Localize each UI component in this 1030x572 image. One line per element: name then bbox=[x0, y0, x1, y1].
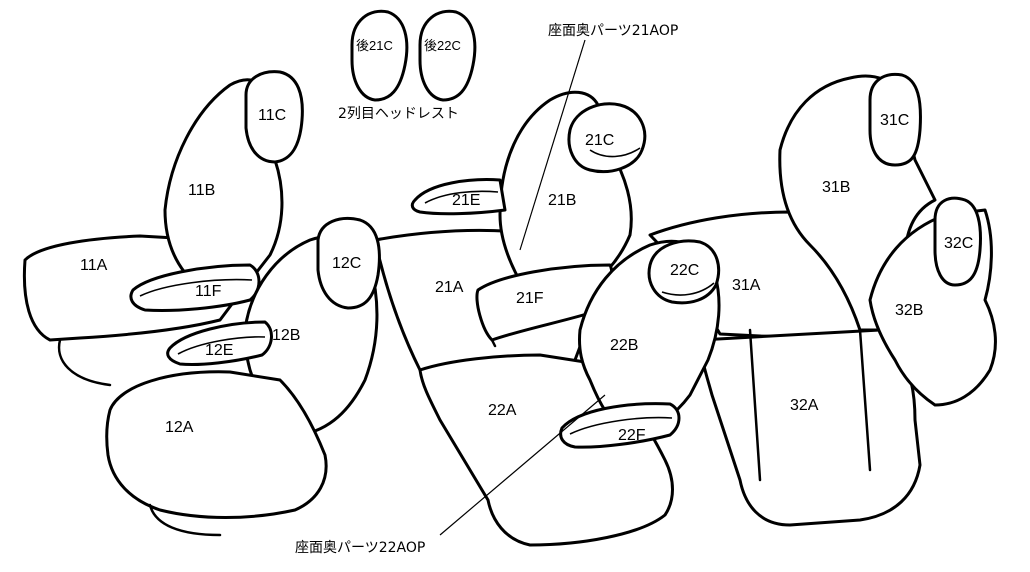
label-22a: 22A bbox=[488, 402, 517, 419]
label-22c: 22C bbox=[670, 262, 699, 279]
row2-rear-headrests bbox=[350, 9, 477, 102]
label-12a: 12A bbox=[165, 419, 194, 436]
label-32b: 32B bbox=[895, 302, 923, 319]
seat-part-11f-armrest bbox=[129, 263, 261, 313]
seat-part-12e-armrest bbox=[166, 320, 273, 367]
label-rear-22c: 後22C bbox=[424, 38, 461, 53]
label-11a: 11A bbox=[80, 257, 108, 274]
seat-part-22f-armrest bbox=[559, 402, 681, 449]
row1-passenger-seat bbox=[105, 216, 381, 537]
label-22f: 22F bbox=[618, 427, 646, 444]
leader-line-22aop bbox=[439, 394, 606, 536]
seat-part-12a-cushion bbox=[105, 370, 328, 519]
label-32c: 32C bbox=[944, 235, 973, 252]
label-22b: 22B bbox=[610, 337, 638, 354]
label-rear-21c: 後21C bbox=[356, 38, 393, 53]
caption-part-22aop: 座面奥パーツ22AOP bbox=[295, 539, 425, 556]
label-21a: 21A bbox=[435, 279, 464, 296]
row2-left-seat bbox=[373, 90, 647, 375]
label-31b: 31B bbox=[822, 179, 850, 196]
seat-part-31c-headrest bbox=[868, 72, 922, 167]
label-12c: 12C bbox=[332, 255, 361, 272]
label-31c: 31C bbox=[880, 112, 909, 129]
label-31a: 31A bbox=[732, 277, 761, 294]
headrest-rear-21c bbox=[350, 9, 409, 102]
seat-part-11c-headrest bbox=[244, 70, 304, 164]
label-32a: 32A bbox=[790, 397, 819, 414]
leader-line-21aop bbox=[519, 39, 586, 251]
row1-driver-seat bbox=[22, 70, 304, 387]
label-21c: 21C bbox=[585, 132, 614, 149]
headrest-rear-22c bbox=[418, 9, 477, 102]
caption-part-21aop: 座面奥パーツ21AOP bbox=[548, 22, 678, 39]
caption-headrest-row2: 2列目ヘッドレスト bbox=[338, 106, 459, 122]
seat-part-21e-armrest bbox=[410, 178, 507, 216]
label-12b: 12B bbox=[272, 327, 300, 344]
label-21b: 21B bbox=[548, 192, 576, 209]
label-11b: 11B bbox=[188, 182, 215, 199]
row2-right-seat bbox=[418, 239, 721, 547]
seat-part-32c-headrest bbox=[933, 196, 982, 287]
seat-part-22c-headrest bbox=[647, 239, 721, 305]
label-21e: 21E bbox=[452, 192, 480, 209]
label-12e: 12E bbox=[205, 342, 233, 359]
seat-part-32a-cushion bbox=[698, 328, 922, 527]
label-11f: 11F bbox=[195, 283, 222, 300]
label-21f: 21F bbox=[516, 290, 544, 307]
label-11c: 11C bbox=[258, 107, 286, 124]
seat-part-12c-headrest bbox=[316, 216, 381, 310]
